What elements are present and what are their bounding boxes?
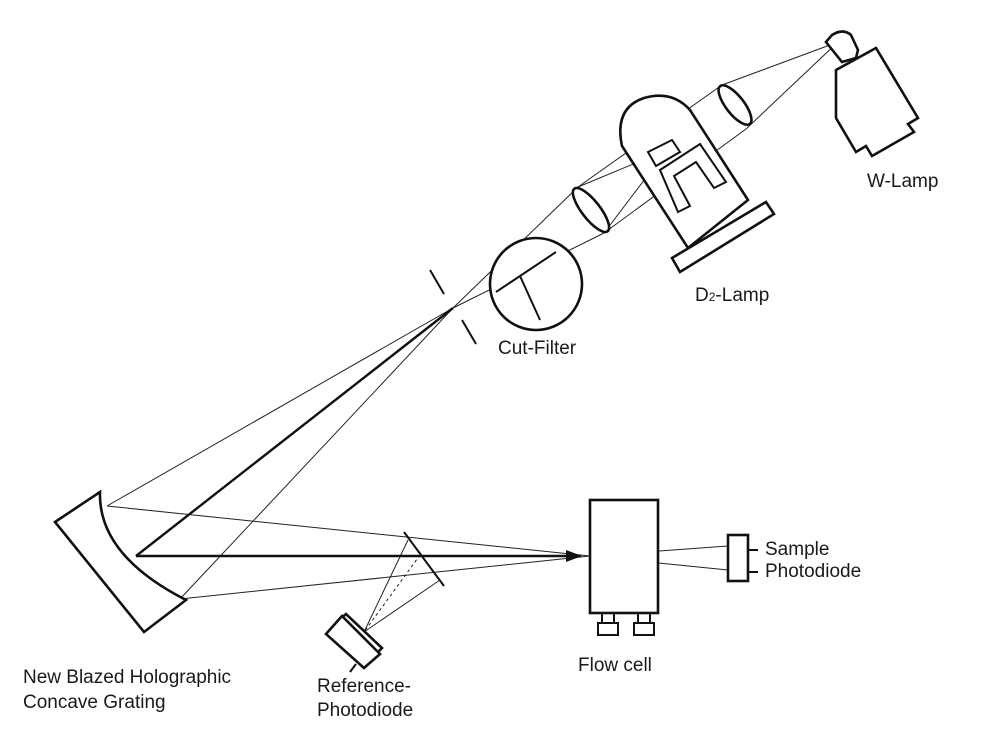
lens-1-icon xyxy=(717,83,753,127)
beam-arrowhead xyxy=(566,550,582,562)
d2-lamp-icon xyxy=(619,94,776,274)
w-lamp-icon xyxy=(824,30,920,158)
d2-lamp-label-prefix: D xyxy=(695,285,709,306)
lens-2-icon xyxy=(571,186,611,234)
sample-photodiode-icon xyxy=(726,533,758,583)
w-lamp-label: W-Lamp xyxy=(867,171,939,192)
grating-label-line-2: Concave Grating xyxy=(23,692,166,713)
reference-photodiode-label-line-1: Reference- xyxy=(317,676,411,697)
d2-lamp-label-subscript: 2 xyxy=(708,290,716,304)
d2-lamp-label-suffix: -Lamp xyxy=(715,285,770,306)
cut-filter-icon xyxy=(488,236,584,332)
concave-grating-icon xyxy=(53,489,189,634)
cut-filter-label: Cut-Filter xyxy=(498,338,577,359)
beam-splitter-icon xyxy=(403,531,445,587)
flow-cell-icon xyxy=(588,498,660,636)
reference-photodiode-label-line-2: Photodiode xyxy=(317,700,414,721)
sample-photodiode-label-line-2: Photodiode xyxy=(765,561,862,582)
d2-lamp-label: D2-Lamp xyxy=(695,285,769,308)
sample-photodiode-label-line-1: Sample xyxy=(765,539,830,560)
reference-photodiode-icon xyxy=(324,612,384,673)
flow-cell-label: Flow cell xyxy=(578,655,652,676)
grating-label-line-1: New Blazed Holographic xyxy=(23,667,232,688)
slit-icon xyxy=(429,269,477,345)
main-beam xyxy=(135,307,582,562)
